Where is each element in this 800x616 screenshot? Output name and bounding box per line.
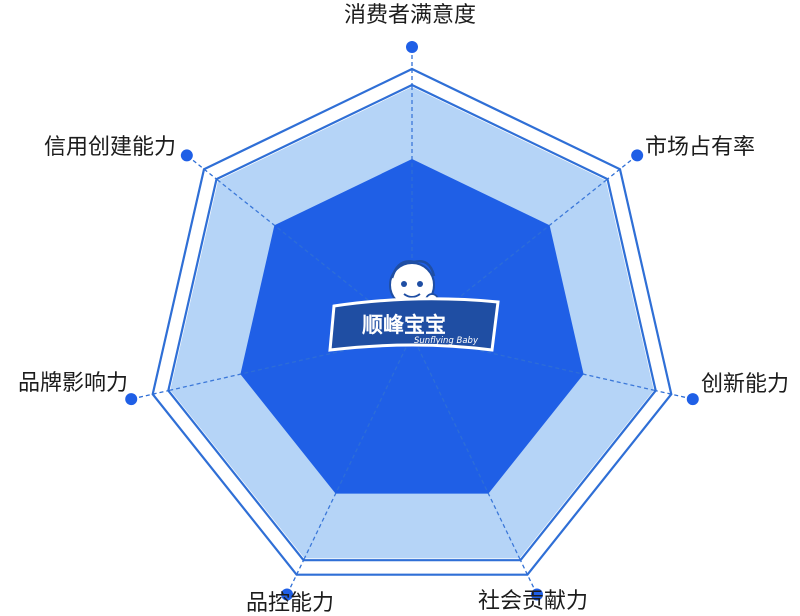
spoke-line bbox=[217, 179, 413, 336]
frame-inner-border bbox=[167, 83, 657, 562]
axis-label-brand-influence: 品牌影响力 bbox=[18, 371, 128, 396]
spoke-line bbox=[170, 334, 413, 391]
axis-label-credit-building: 信用创建能力 bbox=[44, 135, 176, 160]
axis-spokes bbox=[131, 47, 693, 595]
spoke-line bbox=[411, 334, 654, 391]
axis-label-quality-control: 品控能力 bbox=[246, 591, 334, 616]
axis-label-social-contribution: 社会贡献力 bbox=[478, 589, 588, 614]
axis-marker-dot bbox=[530, 588, 543, 601]
spoke-line bbox=[303, 334, 413, 559]
logo-banner bbox=[328, 297, 500, 352]
axis-markers bbox=[125, 41, 699, 601]
axis-marker-dot bbox=[406, 41, 418, 53]
axis-marker-dot bbox=[125, 393, 138, 406]
axis-label-market-share: 市场占有率 bbox=[645, 135, 755, 160]
logo-subtext: Sunflying Baby bbox=[414, 336, 479, 346]
spoke-line bbox=[411, 334, 521, 559]
axis-label-consumer-satisfaction: 消费者满意度 bbox=[344, 3, 476, 28]
axis-marker-dot bbox=[281, 588, 294, 601]
axis-labels: 消费者满意度 市场占有率 创新能力 社会贡献力 品控能力 品牌影响力 信用创建能… bbox=[18, 3, 789, 616]
axis-marker-dot bbox=[180, 149, 193, 162]
spoke-line bbox=[411, 179, 607, 336]
axis-label-innovation: 创新能力 bbox=[701, 372, 789, 397]
axis-marker-dot bbox=[686, 393, 699, 406]
brand-logo: 顺峰宝宝 Sunflying Baby bbox=[328, 260, 500, 352]
axis-marker-dot bbox=[631, 149, 644, 162]
logo-text: 顺峰宝宝 bbox=[362, 313, 446, 337]
